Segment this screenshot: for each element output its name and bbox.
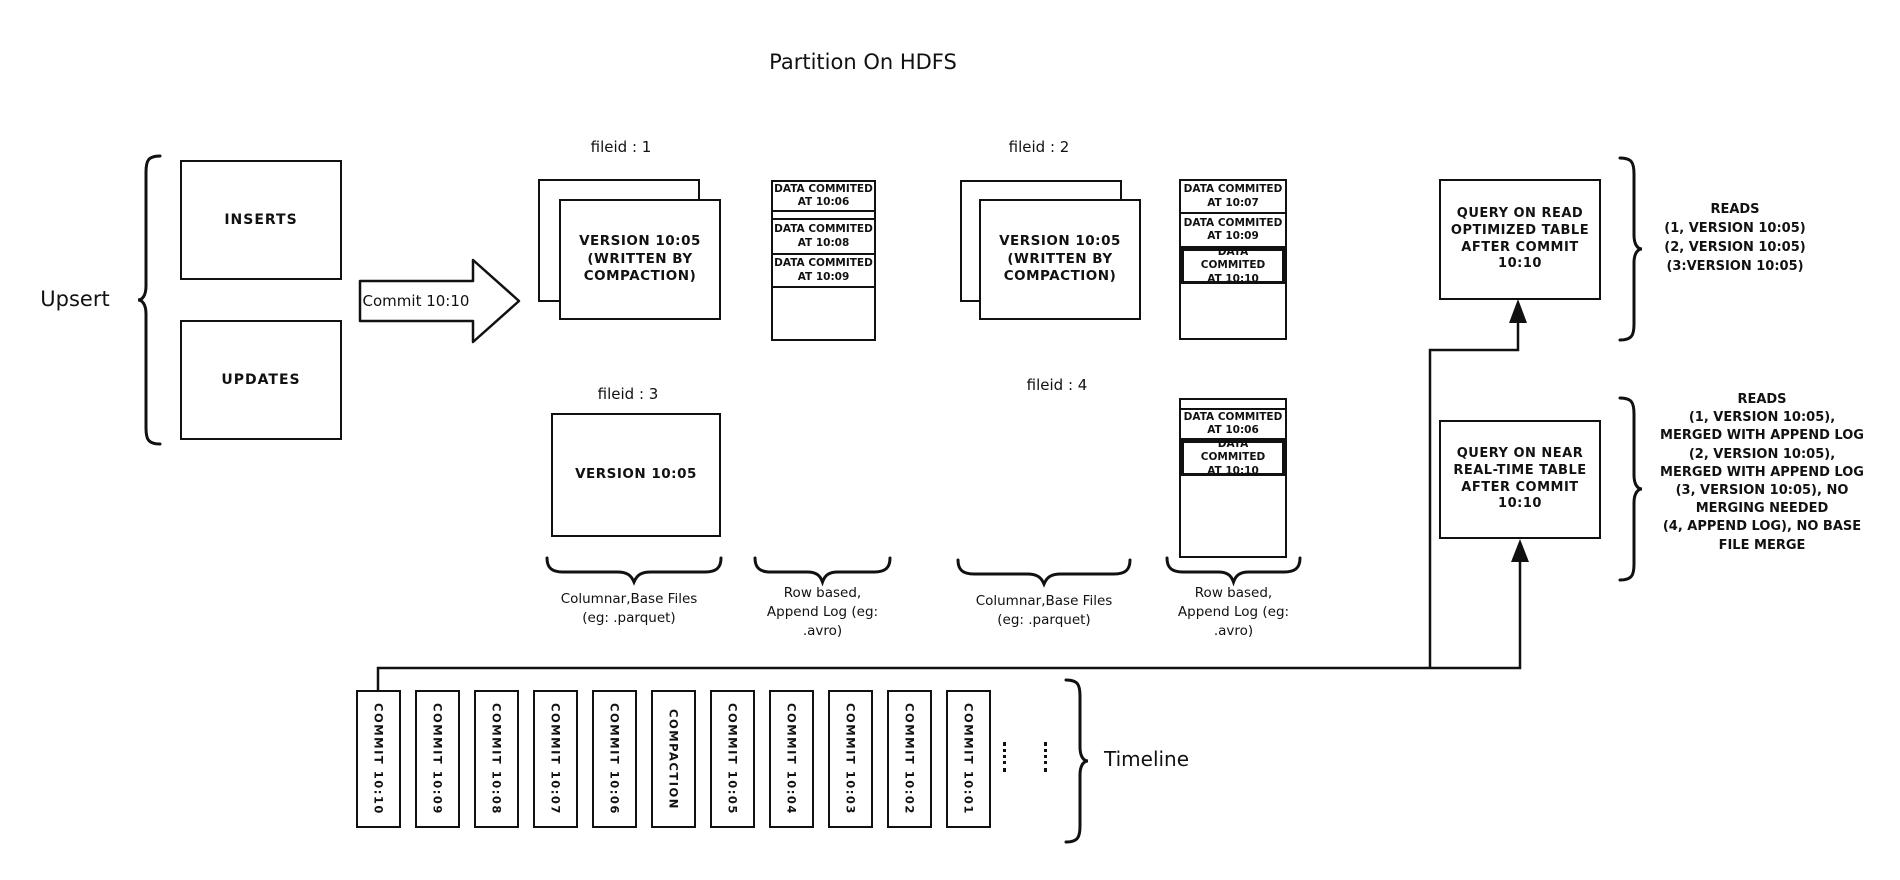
fileid-3-base-text: VERSION 10:05 <box>575 466 697 483</box>
timeline-commit-label: COMMIT 10:05 <box>725 703 740 815</box>
timeline-commit-box: COMMIT 10:02 <box>887 690 932 828</box>
timeline-to-realtime-connector <box>376 562 1522 690</box>
timeline-compaction-label: COMPACTION <box>666 708 681 810</box>
timeline-commit-label: COMMIT 10:04 <box>784 703 799 815</box>
timeline-commit-box: COMMIT 10:05 <box>710 690 755 828</box>
reads-optimized-brace-icon <box>1618 156 1643 342</box>
inserts-box: INSERTS <box>180 160 342 280</box>
fileid-2-log-box: DATA COMMITED AT 10:07 DATA COMMITED AT … <box>1179 179 1287 340</box>
timeline-commit-label: COMMIT 10:02 <box>902 703 917 815</box>
log-entry: DATA COMMITED AT 10:06 <box>1181 410 1285 440</box>
log-entry: DATA COMMITED AT 10:08 <box>773 220 874 255</box>
log-entry: DATA COMMITED AT 10:07 <box>1181 181 1285 214</box>
columnar-left-caption: Columnar,Base Files (eg: .parquet) <box>560 591 698 626</box>
timeline-commit-label: COMMIT 10:01 <box>961 703 976 815</box>
log-entry-latest: DATA COMMITED AT 10:10 <box>1181 246 1285 285</box>
timeline-commit-box: COMMIT 10:04 <box>769 690 814 828</box>
log-empty-space <box>1181 476 1285 556</box>
timeline-commit-label: COMMIT 10:09 <box>430 703 445 815</box>
timeline-compaction-box: COMPACTION <box>651 690 696 828</box>
timeline-ellipsis-icon <box>1003 742 1006 772</box>
columnar-right-caption: Columnar,Base Files (eg: .parquet) <box>975 593 1113 628</box>
fileid-4-label: fileid : 4 <box>1026 376 1088 394</box>
timeline-commit-box: COMMIT 10:03 <box>828 690 873 828</box>
timeline-commit-box: COMMIT 10:07 <box>533 690 578 828</box>
log-empty-space <box>1181 284 1285 338</box>
timeline-commit-box: COMMIT 10:01 <box>946 690 991 828</box>
updates-label: UPDATES <box>221 371 301 388</box>
timeline-commit-label: COMMIT 10:06 <box>607 703 622 815</box>
query-read-optimized-text: QUERY ON READ OPTIMIZED TABLE AFTER COMM… <box>1450 205 1590 272</box>
query-near-realtime-text: QUERY ON NEAR REAL-TIME TABLE AFTER COMM… <box>1453 445 1587 512</box>
timeline-commit-label: COMMIT 10:07 <box>548 703 563 815</box>
page-title: Partition On HDFS <box>769 50 957 74</box>
upsert-label: Upsert <box>40 287 110 311</box>
log-entry-latest: DATA COMMITED AT 10:10 <box>1181 438 1285 477</box>
arrowhead-realtime-icon <box>1511 539 1529 562</box>
timeline-commit-box: COMMIT 10:09 <box>415 690 460 828</box>
commit-arrow-label: Commit 10:10 <box>362 292 470 310</box>
timeline-label: Timeline <box>1104 747 1190 771</box>
commit-arrow-icon <box>358 258 521 344</box>
rowlog-left-caption: Row based, Append Log (eg: .avro) <box>766 585 879 639</box>
reads-realtime-brace-icon <box>1618 396 1643 582</box>
inserts-label: INSERTS <box>224 211 298 228</box>
rowlog-left-underbrace-icon <box>753 556 892 587</box>
fileid-3-label: fileid : 3 <box>597 385 659 403</box>
timeline-ellipsis-icon <box>1044 742 1047 772</box>
timeline-brace-icon <box>1064 678 1089 844</box>
log-entry: DATA COMMITED AT 10:06 <box>773 182 874 212</box>
fileid-2-base-front: VERSION 10:05 (WRITTEN BY COMPACTION) <box>979 199 1141 320</box>
rowlog-right-caption: Row based, Append Log (eg: .avro) <box>1177 585 1290 639</box>
log-entry: DATA COMMITED AT 10:09 <box>773 255 874 288</box>
log-gap <box>773 212 874 220</box>
fileid-2-base-text: VERSION 10:05 (WRITTEN BY COMPACTION) <box>999 233 1121 285</box>
fileid-1-base-text: VERSION 10:05 (WRITTEN BY COMPACTION) <box>579 233 701 285</box>
fileid-1-log-box: DATA COMMITED AT 10:06 DATA COMMITED AT … <box>771 180 876 341</box>
fileid-4-log-box: DATA COMMITED AT 10:06 DATA COMMITED AT … <box>1179 398 1287 558</box>
timeline-commit-box: COMMIT 10:10 <box>356 690 401 828</box>
query-read-optimized-box: QUERY ON READ OPTIMIZED TABLE AFTER COMM… <box>1439 179 1601 300</box>
reads-realtime-text: READS (1, VERSION 10:05), MERGED WITH AP… <box>1660 392 1864 553</box>
log-header-strip <box>1181 400 1285 410</box>
log-empty-space <box>773 288 874 339</box>
fileid-3-base-box: VERSION 10:05 <box>551 413 721 537</box>
timeline-commit-label: COMMIT 10:03 <box>843 703 858 815</box>
log-entry: DATA COMMITED AT 10:09 <box>1181 214 1285 248</box>
updates-box: UPDATES <box>180 320 342 440</box>
arrowhead-optimized-icon <box>1509 299 1527 323</box>
timeline-commit-label: COMMIT 10:08 <box>489 703 504 815</box>
timeline-commit-label: COMMIT 10:10 <box>371 703 386 815</box>
timeline-commit-box: COMMIT 10:08 <box>474 690 519 828</box>
rowlog-right-underbrace-icon <box>1165 556 1302 587</box>
fileid-1-label: fileid : 1 <box>590 138 652 156</box>
query-near-realtime-box: QUERY ON NEAR REAL-TIME TABLE AFTER COMM… <box>1439 420 1601 539</box>
fileid-1-base-front: VERSION 10:05 (WRITTEN BY COMPACTION) <box>559 199 721 320</box>
columnar-left-underbrace-icon <box>545 556 723 586</box>
timeline-to-optimized-connector <box>1428 323 1520 668</box>
columnar-right-underbrace-icon <box>956 558 1132 588</box>
reads-optimized-text: READS (1, VERSION 10:05) (2, VERSION 10:… <box>1664 202 1806 274</box>
fileid-2-label: fileid : 2 <box>1008 138 1070 156</box>
upsert-brace-icon <box>137 154 162 446</box>
timeline-commit-box: COMMIT 10:06 <box>592 690 637 828</box>
